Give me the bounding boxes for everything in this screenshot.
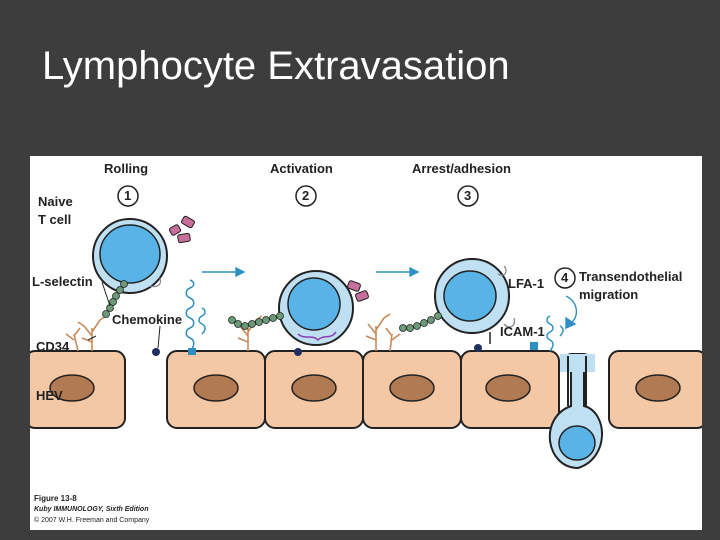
step-circles bbox=[117, 185, 576, 289]
lfa1-label: LFA-1 bbox=[508, 276, 545, 291]
leader-lines bbox=[87, 281, 161, 349]
step-3-number: 3 bbox=[464, 188, 472, 203]
step-4-number: 4 bbox=[561, 270, 569, 285]
activated-t-cell bbox=[278, 270, 354, 346]
endothelial-nucleus-4 bbox=[389, 374, 435, 402]
step-4-title: Transendothelial bbox=[579, 269, 683, 284]
chemokine-receptors bbox=[168, 215, 369, 302]
step-3-title: Arrest/adhesion bbox=[412, 161, 511, 176]
chemokine-label: Chemokine bbox=[112, 312, 183, 327]
slide-title: Lymphocyte Extravasation bbox=[42, 44, 510, 88]
step-4-title-line2: migration bbox=[579, 287, 639, 302]
ligand-knobs bbox=[152, 348, 302, 356]
step-1-number: 1 bbox=[124, 188, 132, 203]
chemokine-spirals bbox=[185, 279, 564, 352]
hev-label: HEV bbox=[36, 388, 63, 403]
icam1-marker bbox=[530, 342, 538, 350]
endothelial-nucleus-2 bbox=[193, 374, 239, 402]
l-selectin-chain-1 bbox=[102, 280, 128, 318]
icam1-label: ICAM-1 bbox=[500, 324, 545, 339]
l-selectin-label: L-selectin bbox=[32, 274, 93, 289]
cd34-label: CD34 bbox=[36, 339, 70, 354]
figure-number: Figure 13-8 bbox=[34, 494, 77, 503]
book-title: Kuby IMMUNOLOGY, Sixth Edition bbox=[34, 506, 149, 513]
step-2-number: 2 bbox=[302, 188, 310, 203]
diagram-svg bbox=[30, 185, 702, 470]
flow-arrows bbox=[202, 266, 577, 330]
migrating-t-cell bbox=[548, 353, 603, 470]
step-2-title: Activation bbox=[270, 161, 333, 176]
endothelial-nucleus-6 bbox=[635, 374, 681, 402]
endothelial-nucleus-1 bbox=[49, 374, 95, 402]
copyright: © 2007 W.H. Freeman and Company bbox=[34, 517, 150, 524]
hev-endothelium bbox=[30, 350, 702, 429]
l-selectin-chain-3 bbox=[399, 312, 442, 332]
lfa1-icam1-contact bbox=[474, 332, 538, 352]
extravasation-figure: Rolling Activation Arrest/adhesion 1 2 3… bbox=[30, 156, 702, 530]
endothelial-nucleus-5 bbox=[485, 374, 531, 402]
cd34-markers bbox=[65, 313, 401, 352]
naive-t-cell bbox=[92, 218, 168, 294]
arrested-t-cell bbox=[434, 258, 516, 334]
endothelial-nucleus-3 bbox=[291, 374, 337, 402]
naive-label: Naive bbox=[38, 194, 73, 209]
l-selectin-chain-2 bbox=[228, 312, 284, 330]
step-1-title: Rolling bbox=[104, 161, 149, 176]
t-cell-label: T cell bbox=[38, 212, 72, 227]
